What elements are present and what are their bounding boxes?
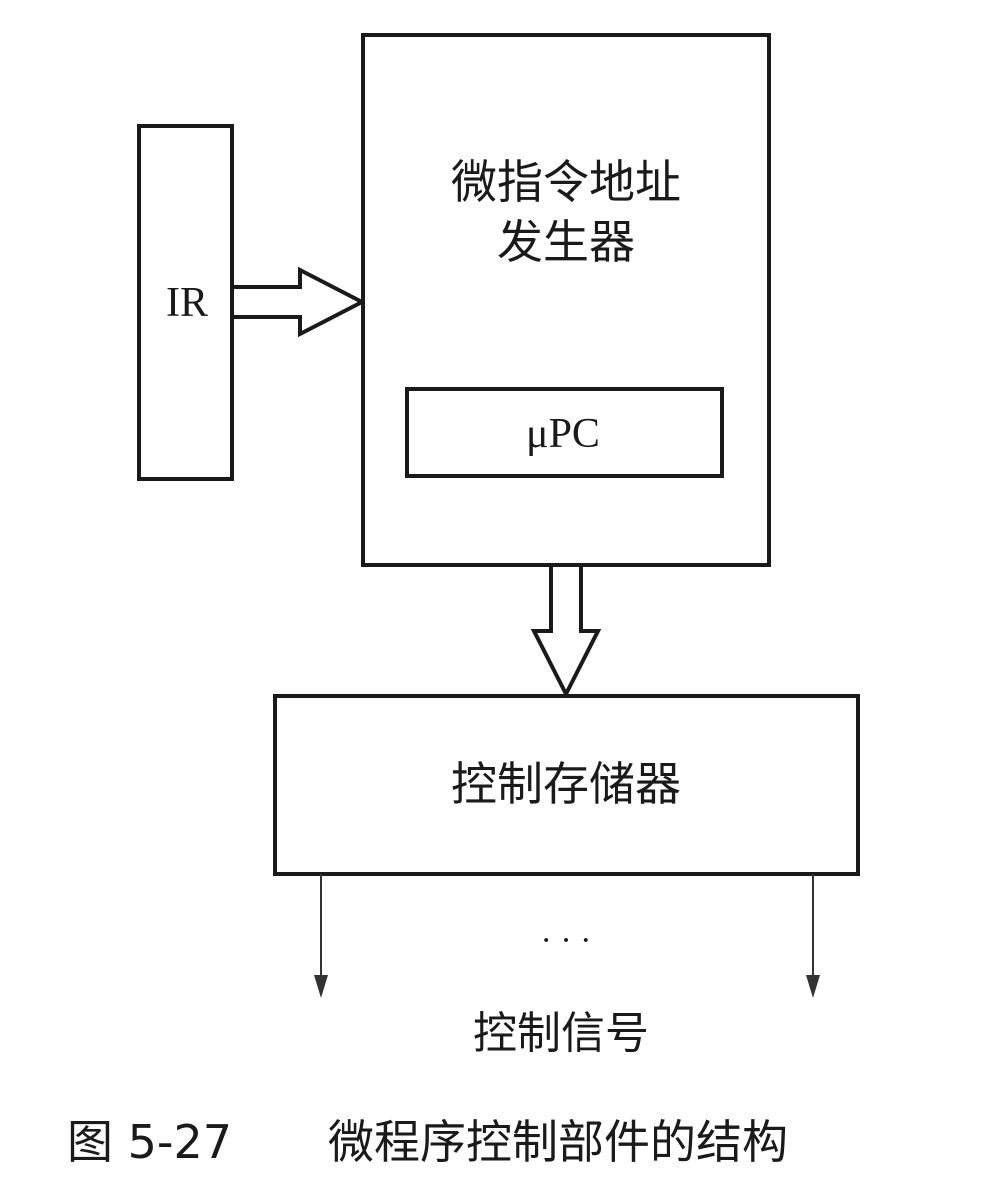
ir-register-box — [137, 124, 234, 481]
address-generator-label-line1: 微指令地址 — [451, 155, 681, 209]
control-store-box — [273, 694, 860, 876]
address-generator-box — [361, 33, 771, 567]
control-store-label: 控制存储器 — [451, 757, 681, 811]
control-signals-label: 控制信号 — [473, 1008, 649, 1059]
address-generator-label-line2: 发生器 — [497, 215, 635, 269]
ir-to-generator-arrow — [230, 266, 367, 338]
ir-label: IR — [166, 280, 208, 326]
generator-to-store-arrow — [530, 563, 602, 699]
upc-box — [405, 387, 724, 478]
right-signal-arrowhead — [806, 975, 820, 998]
signals-ellipsis: · · · — [541, 922, 592, 959]
figure-number: 图 5-27 — [67, 1115, 232, 1169]
upc-label: μPC — [526, 411, 600, 457]
figure-title: 微程序控制部件的结构 — [328, 1115, 788, 1169]
left-signal-arrowhead — [314, 975, 328, 998]
